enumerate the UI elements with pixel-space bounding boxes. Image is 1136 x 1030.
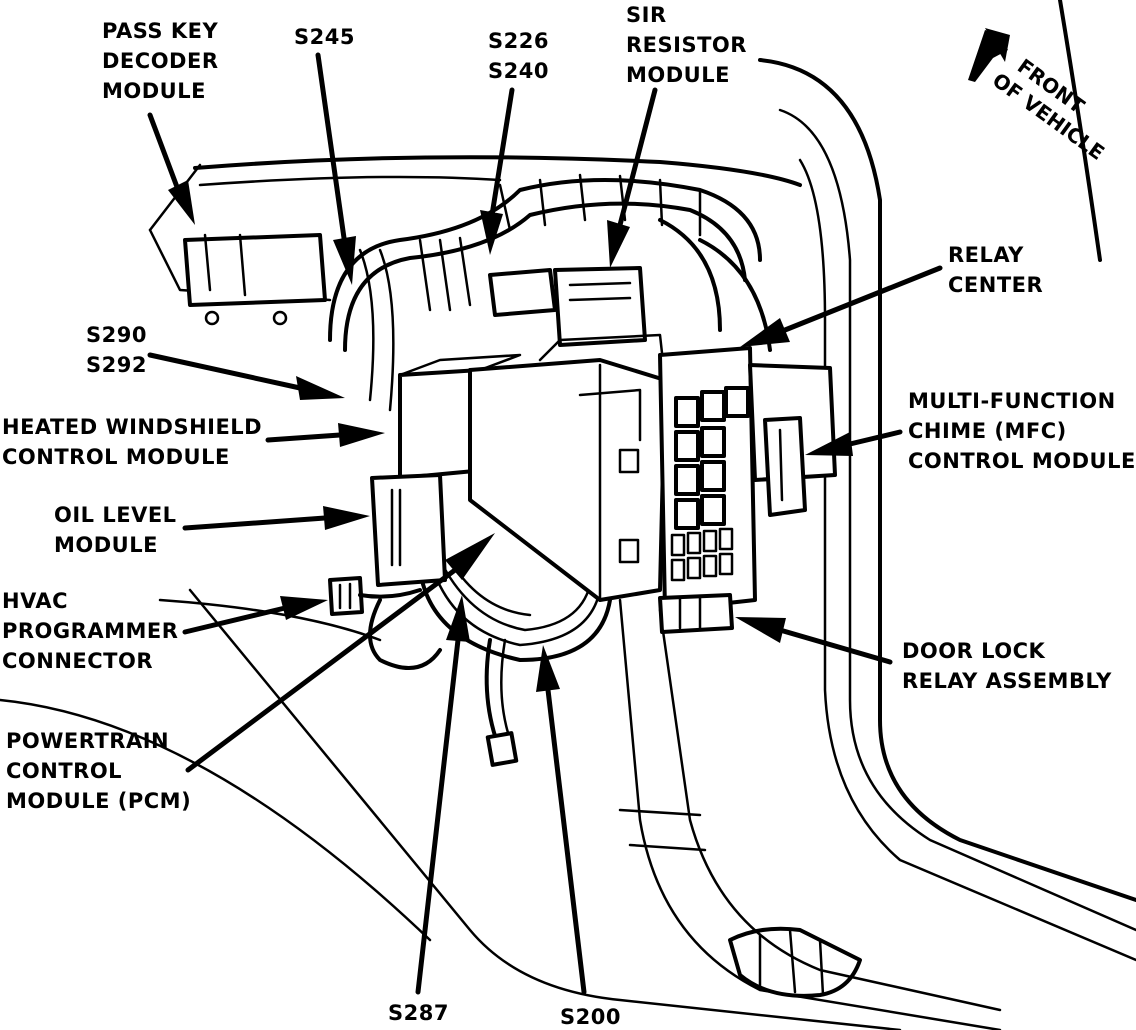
leader-s290: [147, 352, 345, 400]
leader-sir: [607, 87, 658, 268]
label-line: HVAC: [2, 589, 69, 613]
label-line: HEATED WINDSHIELD: [2, 415, 263, 439]
label-oil-level-module: OIL LEVEL MODULE: [54, 500, 177, 560]
label-line: DOOR LOCK: [902, 639, 1046, 663]
leader-pass-key: [147, 112, 195, 225]
label-line: CONTROL MODULE: [908, 449, 1136, 473]
mfc-module-part: [748, 363, 837, 517]
leader-mfc: [805, 429, 903, 456]
label-line: S287: [388, 1001, 449, 1025]
label-relay-center: RELAY CENTER: [948, 240, 1043, 300]
label-line: OIL LEVEL: [54, 503, 177, 527]
label-line: SIR: [626, 3, 667, 27]
label-line: MODULE: [102, 79, 206, 103]
front-of-vehicle-arrow: [968, 28, 1010, 82]
leader-hvac: [182, 596, 328, 635]
leader-door-lock: [735, 617, 893, 665]
label-door-lock-relay-assembly: DOOR LOCK RELAY ASSEMBLY: [902, 636, 1112, 696]
leader-s226-s240: [480, 87, 515, 255]
wiring-harness: [328, 173, 772, 767]
label-line: RELAY: [948, 243, 1024, 267]
label-line: CHIME (MFC): [908, 419, 1067, 443]
leader-pcm: [185, 533, 495, 773]
pcm-body: [468, 333, 667, 602]
label-sir-resistor-module: SIR RESISTOR MODULE: [626, 0, 747, 90]
label-line: CONTROL: [6, 759, 123, 783]
label-line: CONTROL MODULE: [2, 445, 230, 469]
label-line: S200: [560, 1005, 621, 1029]
label-powertrain-control-module: POWERTRAIN CONTROL MODULE (PCM): [6, 726, 191, 816]
label-line: PASS KEY: [102, 19, 219, 43]
label-line: S290: [86, 323, 147, 347]
leader-lines: [147, 52, 943, 995]
label-line: RELAY ASSEMBLY: [902, 669, 1112, 693]
oil-level-module-part: [370, 473, 447, 587]
label-line: S226: [488, 29, 549, 53]
leader-s245: [315, 52, 356, 285]
label-s245: S245: [294, 22, 355, 52]
label-line: S240: [488, 59, 549, 83]
leader-heated-windshield: [265, 423, 385, 447]
label-line: MODULE: [54, 533, 158, 557]
leader-s287: [415, 595, 470, 995]
label-line: S292: [86, 353, 147, 377]
pass-key-decoder-bracket: [183, 233, 327, 326]
leader-oil-level: [182, 506, 370, 531]
label-s290-s292: S290 S292: [86, 320, 147, 380]
label-line: CONNECTOR: [2, 649, 154, 673]
label-line: DECODER: [102, 49, 219, 73]
door-lock-relay-part: [658, 593, 734, 634]
label-hvac-programmer-connector: HVAC PROGRAMMER CONNECTOR: [2, 586, 178, 676]
relay-center-part: [658, 346, 757, 612]
leader-relay-center: [740, 265, 943, 347]
label-line: MULTI-FUNCTION: [908, 389, 1116, 413]
leader-s200: [536, 645, 587, 995]
label-line: POWERTRAIN: [6, 729, 170, 753]
label-s226-s240: S226 S240: [488, 26, 549, 86]
label-heated-windshield-control-module: HEATED WINDSHIELD CONTROL MODULE: [2, 412, 262, 472]
label-s287: S287: [388, 998, 449, 1028]
label-line: CENTER: [948, 273, 1044, 297]
hvac-connector-part: [328, 576, 422, 616]
label-line: MODULE (PCM): [6, 789, 192, 813]
label-mfc-control-module: MULTI-FUNCTION CHIME (MFC) CONTROL MODUL…: [908, 386, 1136, 476]
label-line: S245: [294, 25, 355, 49]
label-line: MODULE: [626, 63, 730, 87]
label-line: RESISTOR: [626, 33, 747, 57]
label-pass-key-decoder-module: PASS KEY DECODER MODULE: [102, 16, 219, 106]
label-line: PROGRAMMER: [2, 619, 179, 643]
sir-resistor-module-part: [488, 266, 647, 347]
label-s200: S200: [560, 1002, 621, 1030]
